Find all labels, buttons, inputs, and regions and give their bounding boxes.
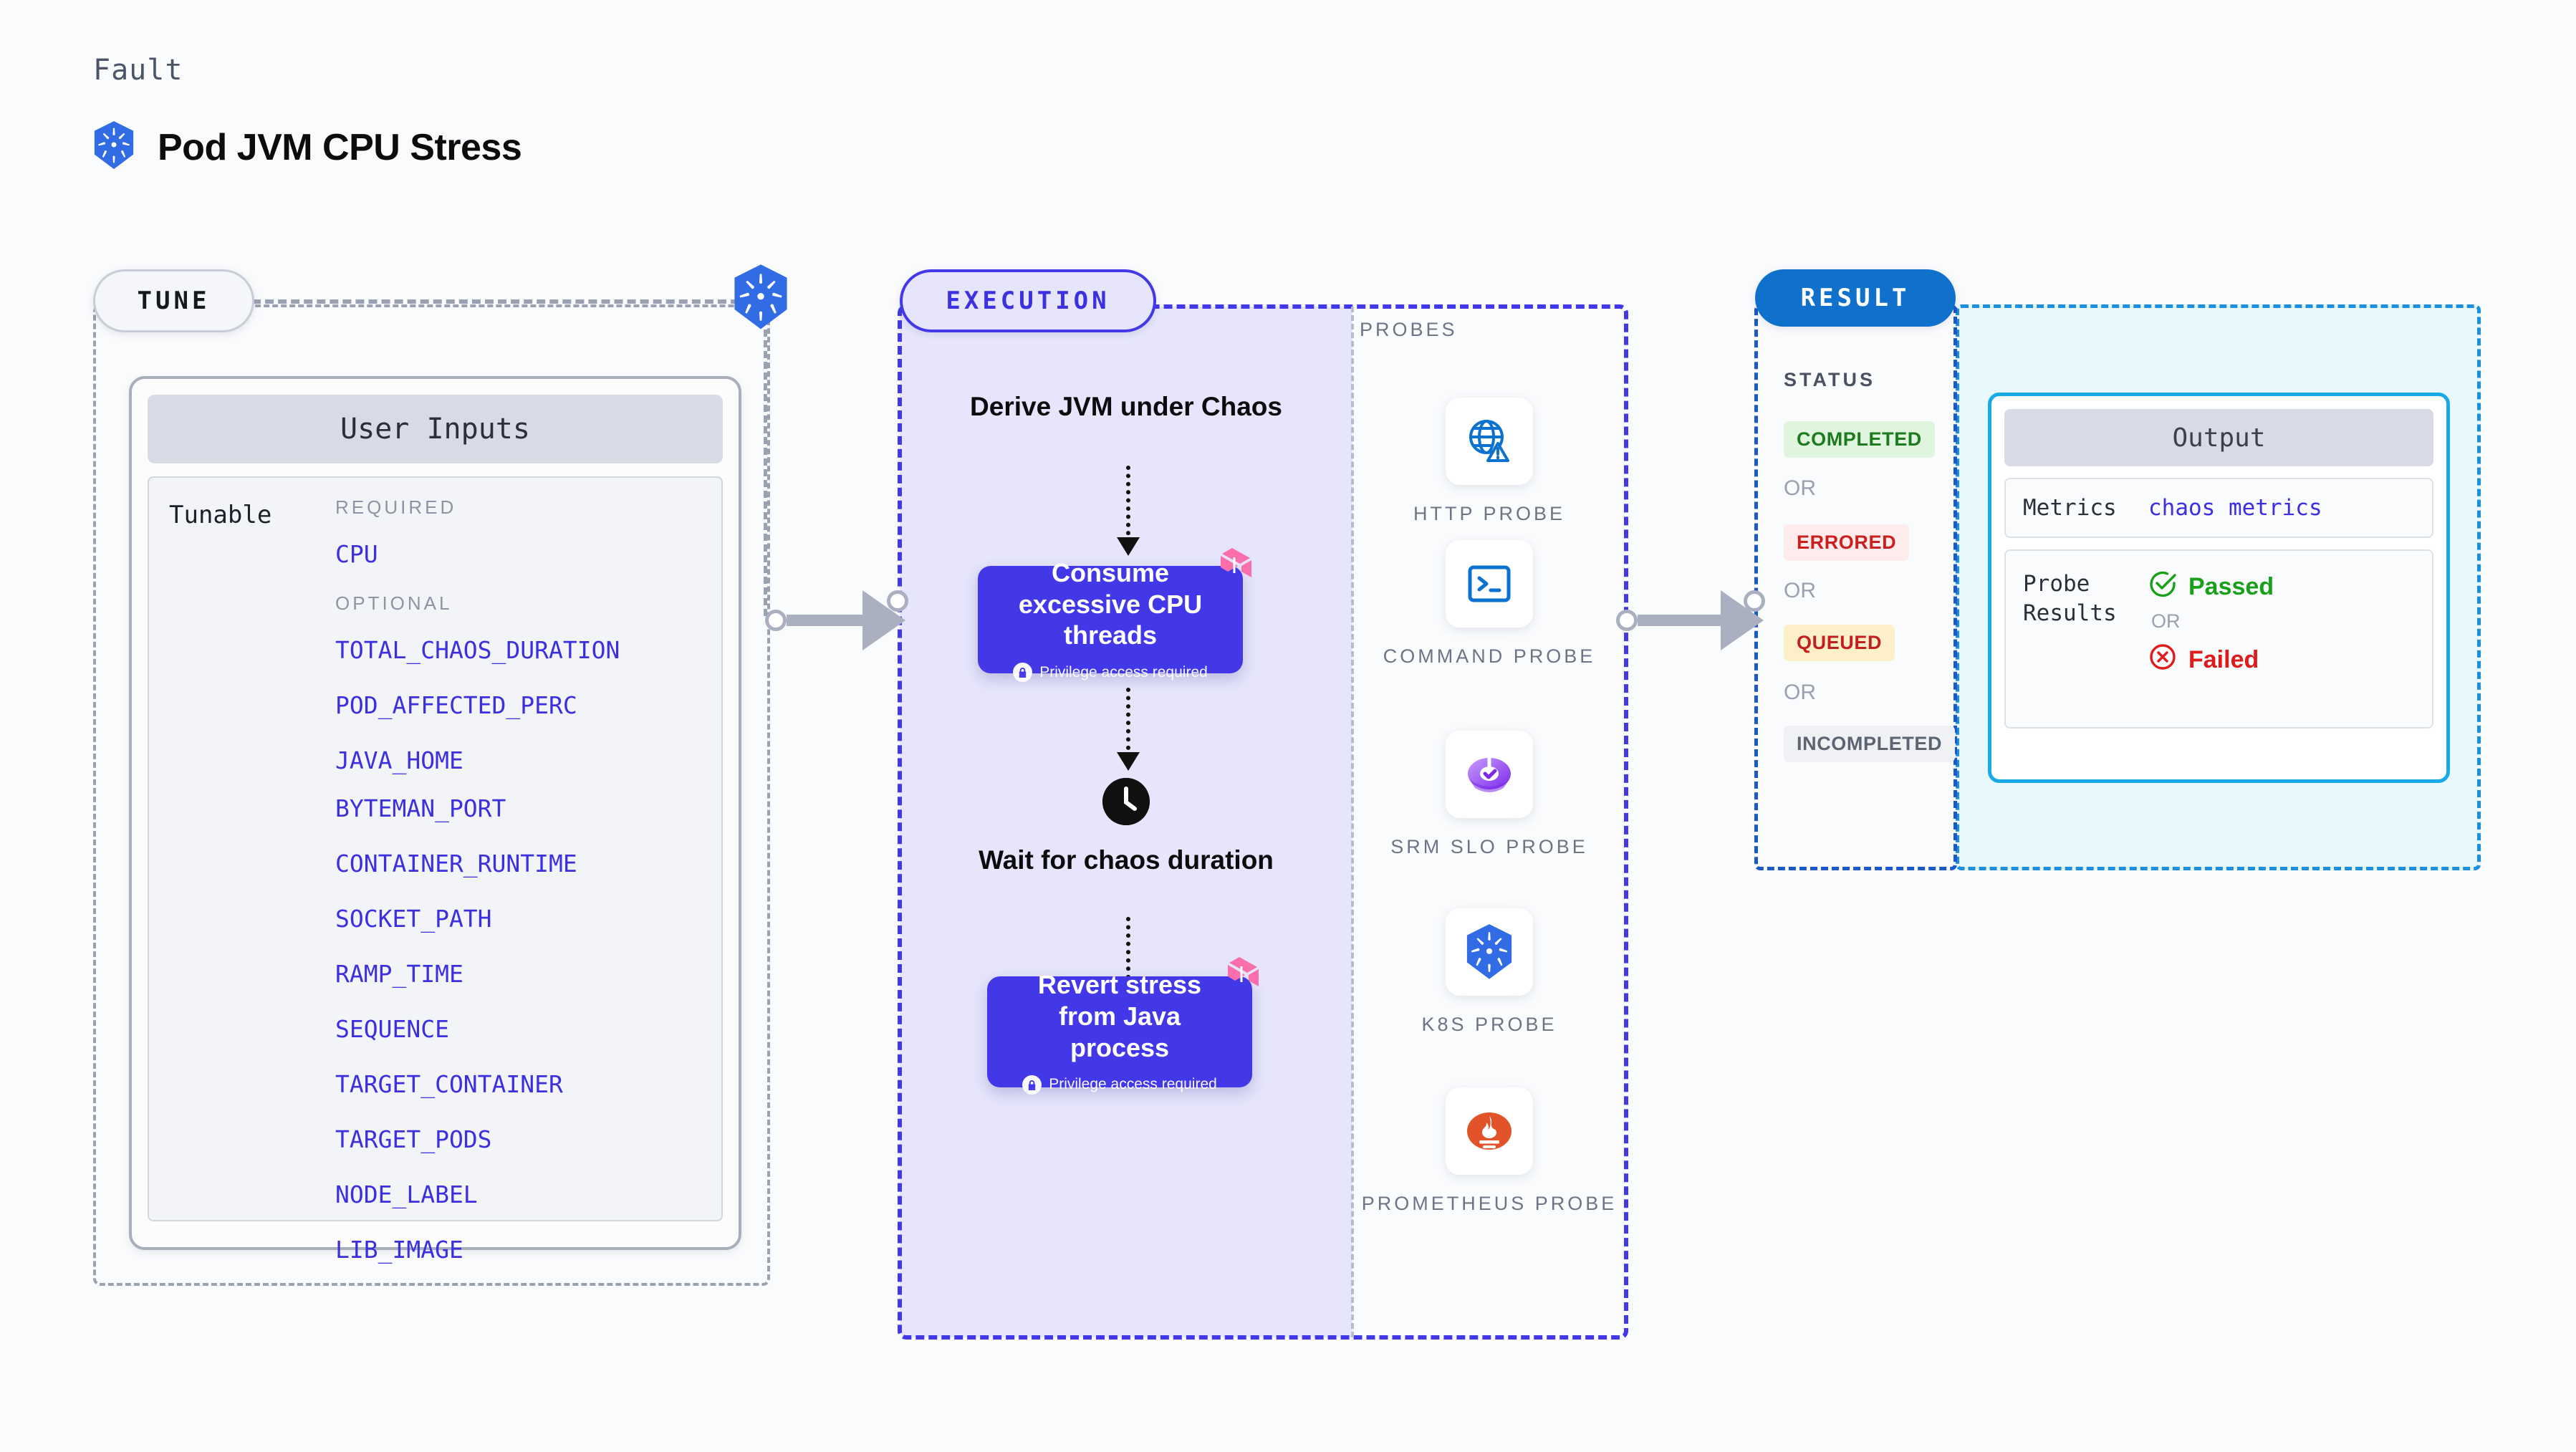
required-group-label: REQUIRED [335,496,457,518]
kubernetes-icon [731,264,791,335]
connector-start-dot [1616,610,1638,631]
privilege-note: Privilege access required [1022,1074,1217,1095]
tunable-label: Tunable [169,501,272,529]
probe-k8s[interactable]: K8S PROBE [1352,908,1626,1037]
privilege-note: Privilege access required [1013,663,1208,683]
kubernetes-icon [92,120,136,174]
tune-panel [93,304,770,1286]
result-section-pill[interactable]: RESULT [1755,269,1956,327]
probe-label: SRM SLO PROBE [1390,836,1588,857]
status-badge-queued: QUEUED [1784,625,1895,661]
or-separator: OR [2151,610,2181,633]
globe-warning-icon [1446,398,1533,485]
lock-icon [1013,663,1033,683]
input-item[interactable]: RAMP_TIME [335,960,463,988]
probe-result-failed-label: Failed [2188,646,2259,674]
execution-panel [898,304,1628,1340]
status-label: STATUS [1784,369,1875,390]
privilege-note-text: Privilege access required [1039,663,1208,681]
privilege-note-text: Privilege access required [1049,1076,1217,1093]
terminal-icon [1446,540,1533,628]
output-metrics-row: Metrics chaos metrics [2004,478,2433,539]
input-item[interactable]: TOTAL_CHAOS_DURATION [335,636,620,664]
connector-tune-to-execution [765,590,915,650]
status-badge-completed: COMPLETED [1784,421,1935,458]
or-separator: OR [1784,476,1816,500]
status-badge-incompleted: INCOMPLETED [1784,726,1956,762]
input-item[interactable]: SEQUENCE [335,1015,449,1043]
execution-card-title: Consume excessive CPU threads [1018,557,1203,650]
output-probe-results-row: Probe Results Passed OR [2004,549,2433,729]
execution-step-wait-chaos: Wait for chaos duration [979,845,1274,875]
flow-arrow-down [1117,466,1140,556]
kubernetes-icon [1446,908,1533,996]
optional-group-label: OPTIONAL [335,592,453,614]
connector-end-dot-wrap [1744,590,1765,612]
user-inputs-title: User Inputs [148,395,723,463]
flow-arrow-down [1117,688,1140,771]
page-title: Pod JVM CPU Stress [158,126,522,168]
metrics-value[interactable]: chaos metrics [2148,495,2322,521]
input-item[interactable]: SOCKET_PATH [335,905,492,933]
input-item[interactable]: BYTEMAN_PORT [335,794,506,822]
probes-section-label: PROBES [1360,319,1458,340]
metrics-key: Metrics [2023,495,2117,521]
connector-bar [1638,615,1724,626]
connector-end-dot [1744,590,1765,612]
execution-card-title: Revert stress from Java process [1037,970,1202,1062]
fault-title-row: Pod JVM CPU Stress [92,120,522,174]
probe-label: HTTP PROBE [1413,503,1566,524]
probe-prometheus[interactable]: PROMETHEUS PROBE [1352,1087,1626,1216]
connector-end-dot-wrap [887,590,908,612]
input-item-cpu[interactable]: CPU [335,540,378,568]
status-badge-errored: ERRORED [1784,524,1910,561]
input-item[interactable]: NODE_LABEL [335,1181,478,1208]
probe-result-passed-label: Passed [2188,573,2274,601]
slo-gauge-icon [1446,731,1533,818]
or-separator: OR [1784,681,1816,704]
lock-icon [1022,1074,1042,1095]
probe-srm-slo[interactable]: SRM SLO PROBE [1352,731,1626,860]
probe-command[interactable]: COMMAND PROBE [1352,540,1626,669]
connector-start-dot [765,610,787,631]
output-title: Output [2004,409,2433,466]
harness-icon [1211,546,1254,590]
or-separator: OR [1784,579,1816,602]
connector-end-dot [887,590,908,612]
probe-result-failed: Failed [2148,643,2274,678]
tune-dashed-connector [252,299,739,304]
probe-http[interactable]: HTTP PROBE [1352,398,1626,527]
tune-vertical-dashed-line [764,330,767,616]
user-inputs-card: User Inputs Tunable REQUIRED CPU OPTIONA… [129,376,741,1264]
x-circle-icon [2148,643,2177,678]
execution-card-revert-stress[interactable]: Revert stress from Java process Privileg… [987,970,1252,1095]
probes-divider [1351,307,1354,1337]
harness-icon [1218,955,1261,999]
probe-result-passed: Passed [2148,569,2274,605]
input-item[interactable]: CONTAINER_RUNTIME [335,850,577,878]
user-inputs-body: Tunable REQUIRED CPU OPTIONAL TOTAL_CHAO… [148,476,723,1264]
fault-kicker: Fault [93,54,183,87]
execution-step-derive-jvm: Derive JVM under Chaos [970,392,1282,421]
input-item[interactable]: JAVA_HOME [335,746,463,774]
execution-card-consume-cpu[interactable]: Consume excessive CPU threads Privilege … [978,558,1243,683]
input-item[interactable]: TARGET_PODS [335,1125,492,1153]
connector-bar [787,615,865,626]
probe-label: COMMAND PROBE [1383,645,1596,667]
input-item[interactable]: POD_AFFECTED_PERC [335,691,577,719]
prometheus-icon [1446,1087,1533,1175]
tune-section-pill[interactable]: TUNE [93,269,254,332]
input-item[interactable]: TARGET_CONTAINER [335,1070,563,1098]
execution-section-pill[interactable]: EXECUTION [900,269,1156,332]
probe-label: K8S PROBE [1421,1014,1557,1035]
probe-results-values: Passed OR Failed [2148,569,2274,678]
output-card: Output Metrics chaos metrics Probe Resul… [1988,393,2450,783]
input-item[interactable]: LIB_IMAGE [335,1236,463,1264]
tunable-inputs-list: REQUIRED CPU OPTIONAL TOTAL_CHAOS_DURATI… [335,496,714,1264]
check-circle-icon [2148,569,2177,605]
probe-results-key: Probe Results [2023,571,2117,626]
clock-icon [1102,778,1150,825]
probe-label: PROMETHEUS PROBE [1361,1193,1618,1214]
